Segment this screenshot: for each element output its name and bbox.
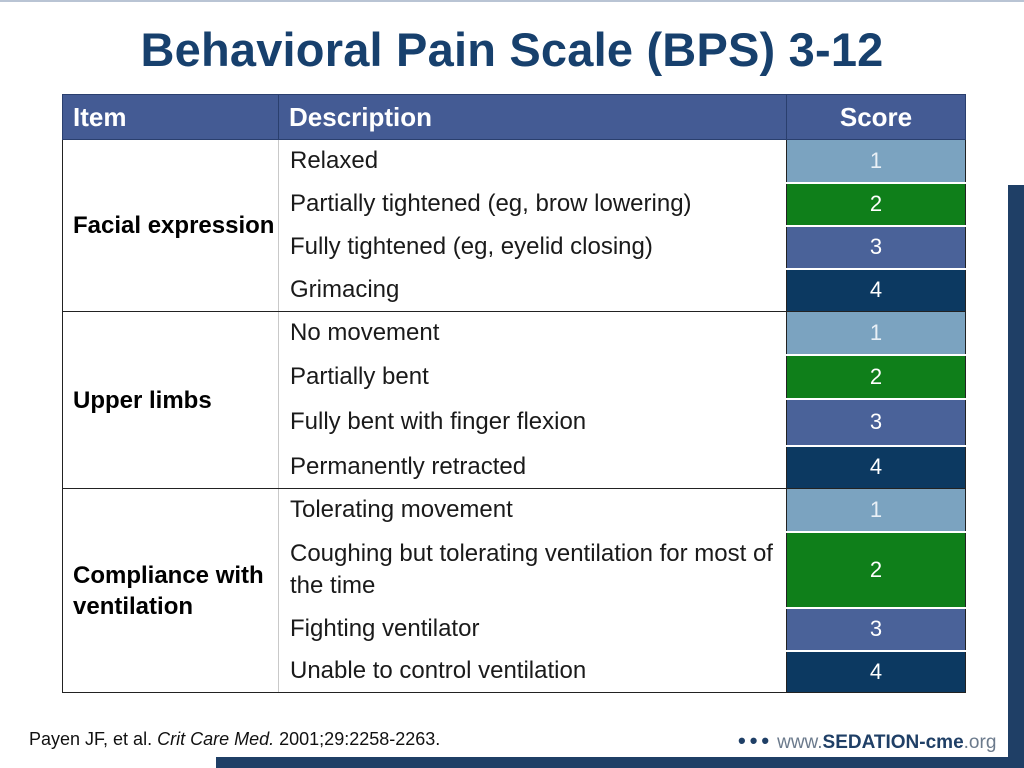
- description-cell: Grimacing: [278, 268, 787, 312]
- table-row: Upper limbs No movement 1: [62, 311, 966, 489]
- item-compliance-with-ventilation: Compliance with ventilation: [62, 488, 279, 693]
- table-row: Fully bent with finger flexion 3: [63, 398, 966, 447]
- description-cell: Fully tightened (eg, eyelid closing): [290, 233, 653, 260]
- description-cell: Unable to control ventilation: [278, 650, 787, 693]
- logo-brand: SEDATION-cme: [822, 732, 964, 753]
- description-cell: Partially tightened (eg, brow lowering): [290, 190, 692, 217]
- table-row: Fully tightened (eg, eyelid closing) 3: [63, 225, 966, 270]
- description-cell: Relaxed: [290, 147, 379, 175]
- description-cell: Tolerating movement: [290, 496, 513, 524]
- table-row: Grimacing 4: [63, 268, 966, 312]
- table-row: Fighting ventilator 3: [63, 607, 966, 652]
- description-cell: Permanently retracted: [278, 445, 787, 489]
- table-header-row: Item Description Score: [62, 94, 966, 140]
- score-cell: 4: [786, 445, 966, 489]
- table-row: Unable to control ventilation 4: [63, 650, 966, 693]
- bps-table: Item Description Score Facial expression…: [62, 94, 966, 693]
- score-cell: 1: [786, 488, 966, 533]
- score-cell: 1: [786, 311, 966, 356]
- citation-journal: Crit Care Med.: [157, 729, 275, 749]
- item-facial-expression: Facial expression: [62, 139, 279, 312]
- table-row: Compliance with ventilation Tolerating m…: [62, 488, 966, 693]
- sedation-cme-logo: •••www.SEDATION-cme.org: [738, 728, 996, 754]
- header-score: Score: [786, 94, 966, 140]
- logo-dots: •••: [738, 728, 774, 753]
- score-cell: 4: [786, 268, 966, 312]
- description-cell: Fighting ventilator: [290, 615, 480, 642]
- bottom-accent-bar: [216, 757, 1024, 768]
- logo-prefix: www.: [777, 732, 823, 753]
- header-item: Item: [62, 94, 279, 140]
- score-cell: 3: [786, 398, 966, 447]
- score-cell: 3: [786, 607, 966, 652]
- citation-authors: Payen JF, et al.: [29, 729, 153, 749]
- logo-suffix: .org: [963, 732, 997, 753]
- side-accent-bar: [1008, 185, 1024, 768]
- top-border: [0, 0, 1024, 2]
- description-cell: Coughing but tolerating ventilation for …: [290, 539, 773, 599]
- score-cell: 2: [786, 182, 966, 227]
- description-cell: Fully bent with finger flexion: [290, 408, 587, 435]
- slide-title: Behavioral Pain Scale (BPS) 3-12: [140, 23, 884, 76]
- score-cell: 4: [786, 650, 966, 693]
- header-description: Description: [278, 94, 787, 140]
- item-upper-limbs: Upper limbs: [62, 311, 279, 489]
- description-cell: No movement: [290, 319, 440, 347]
- table-row: Facial expression Relaxed 1: [62, 139, 966, 312]
- score-cell: 2: [786, 354, 966, 400]
- table-row: Partially bent 2: [63, 354, 966, 400]
- table-row: Permanently retracted 4: [63, 445, 966, 489]
- table-row: Coughing but tolerating ventilation for …: [63, 531, 966, 609]
- citation-details: 2001;29:2258-2263.: [279, 729, 441, 749]
- score-cell: 1: [786, 139, 966, 184]
- table-row: Partially tightened (eg, brow lowering) …: [63, 182, 966, 227]
- score-cell: 3: [786, 225, 966, 270]
- description-cell: Partially bent: [290, 362, 429, 390]
- citation: Payen JF, et al. Crit Care Med. 2001;29:…: [29, 729, 440, 750]
- score-cell: 2: [786, 531, 966, 609]
